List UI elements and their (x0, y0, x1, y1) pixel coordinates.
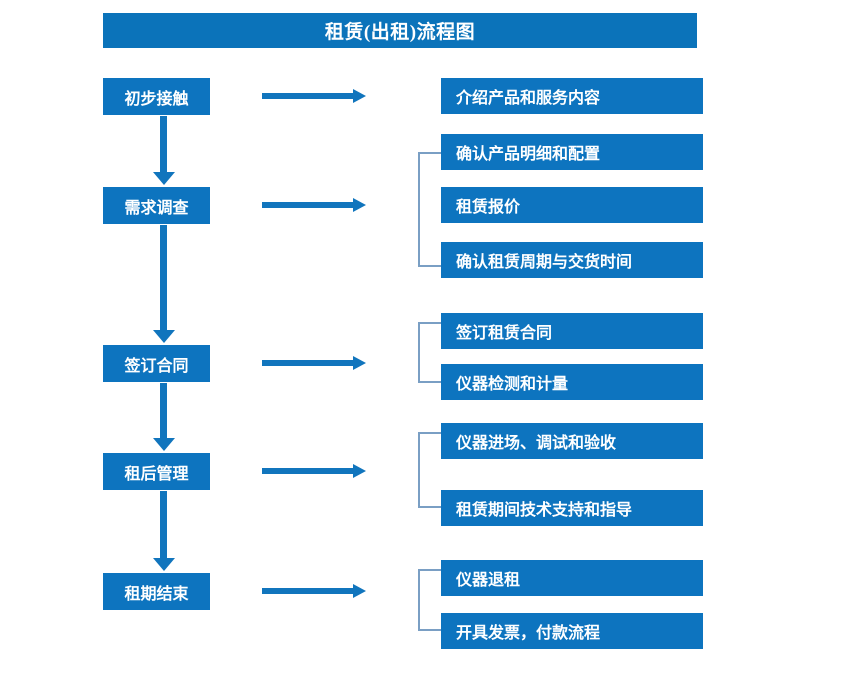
arrow-shaft (262, 360, 354, 366)
arrow-head (353, 89, 366, 103)
arrow-shaft (262, 202, 354, 208)
detail-box-9[interactable]: 仪器退租 (441, 560, 703, 596)
arrow-right-icon-3 (262, 354, 366, 372)
arrow-shaft (160, 491, 167, 558)
arrow-shaft (160, 383, 167, 438)
detail-box-4[interactable]: 确认租赁周期与交货时间 (441, 242, 703, 278)
detail-box-2[interactable]: 确认产品明细和配置 (441, 134, 703, 170)
detail-box-5[interactable]: 签订租赁合同 (441, 313, 703, 349)
arrow-shaft (262, 93, 354, 99)
group-bracket-2 (418, 322, 441, 383)
arrow-head (353, 584, 366, 598)
arrow-shaft (160, 225, 167, 330)
detail-box-6[interactable]: 仪器检测和计量 (441, 364, 703, 400)
stage-box-2[interactable]: 需求调查 (103, 187, 210, 224)
stage-box-3[interactable]: 签订合同 (103, 345, 210, 382)
arrow-down-icon-4 (153, 491, 175, 571)
arrow-head (153, 172, 175, 185)
group-bracket-1 (418, 152, 441, 267)
arrow-right-icon-5 (262, 582, 366, 600)
arrow-down-icon-3 (153, 383, 175, 451)
detail-box-10[interactable]: 开具发票，付款流程 (441, 613, 703, 649)
arrow-right-icon-4 (262, 462, 366, 480)
arrow-head (353, 198, 366, 212)
arrow-shaft (160, 116, 167, 172)
arrow-head (353, 356, 366, 370)
arrow-right-icon-1 (262, 87, 366, 105)
arrow-down-icon-2 (153, 225, 175, 343)
detail-box-8[interactable]: 租赁期间技术支持和指导 (441, 490, 703, 526)
group-bracket-3 (418, 432, 441, 508)
page-title: 租赁(出租)流程图 (103, 13, 697, 48)
arrow-head (153, 438, 175, 451)
arrow-head (153, 330, 175, 343)
detail-box-3[interactable]: 租赁报价 (441, 187, 703, 223)
stage-box-5[interactable]: 租期结束 (103, 573, 210, 610)
arrow-shaft (262, 588, 354, 594)
arrow-right-icon-2 (262, 196, 366, 214)
arrow-shaft (262, 468, 354, 474)
group-bracket-4 (418, 569, 441, 631)
arrow-down-icon-1 (153, 116, 175, 185)
arrow-head (353, 464, 366, 478)
arrow-head (153, 558, 175, 571)
stage-box-1[interactable]: 初步接触 (103, 78, 210, 115)
detail-box-7[interactable]: 仪器进场、调试和验收 (441, 423, 703, 459)
stage-box-4[interactable]: 租后管理 (103, 453, 210, 490)
detail-box-1[interactable]: 介绍产品和服务内容 (441, 78, 703, 114)
